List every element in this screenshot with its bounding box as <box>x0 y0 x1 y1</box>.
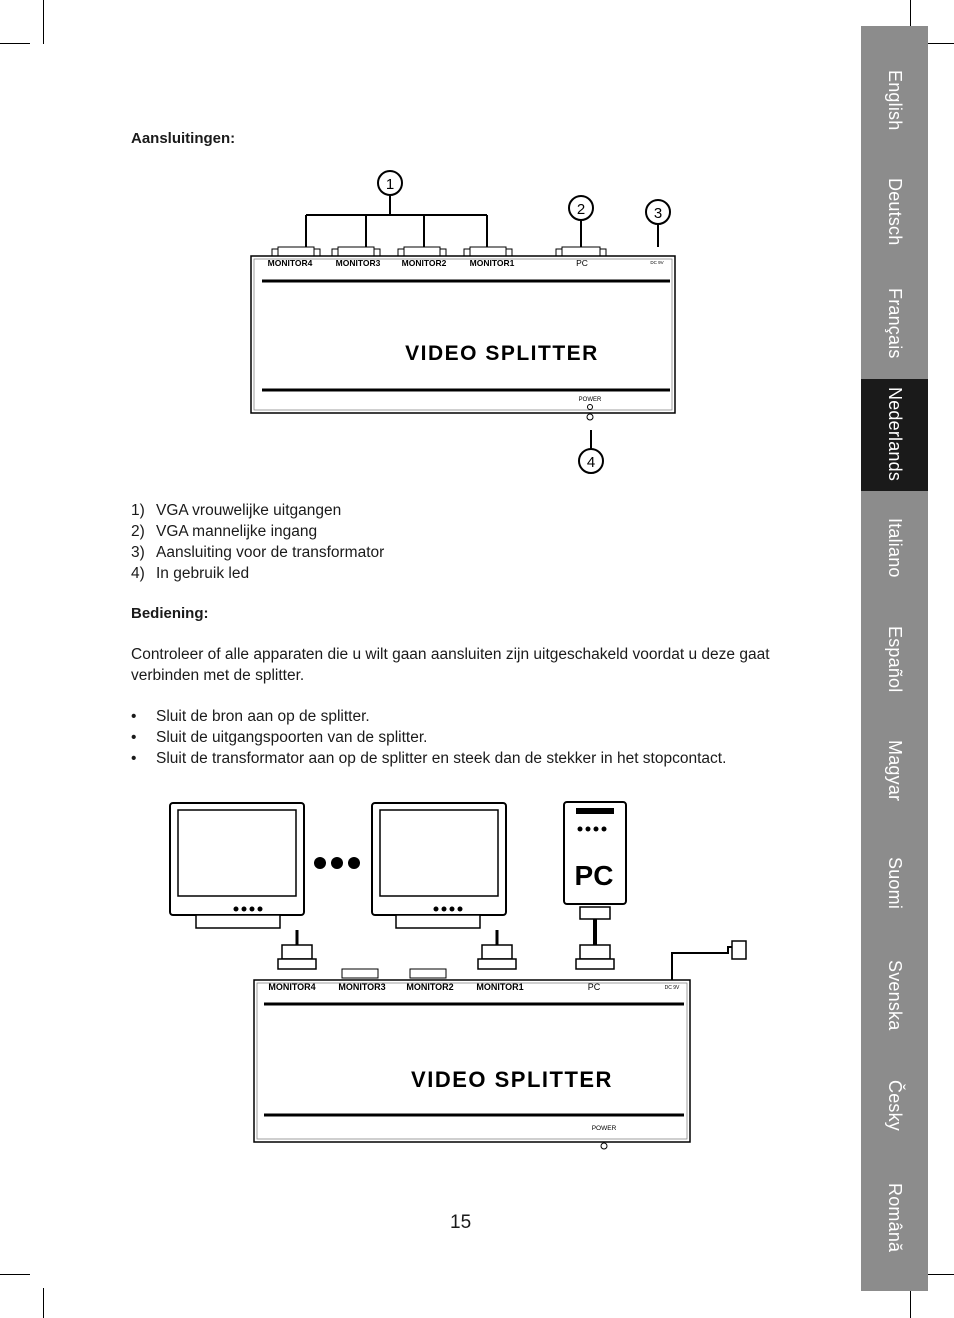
connection-setup-diagram: PC MONITOR4 MONITOR3 MONITOR2 MONITOR1 P… <box>169 801 747 1150</box>
list-item: •Sluit de transformator aan op de splitt… <box>131 750 727 767</box>
tab-label: Česky <box>885 1080 905 1132</box>
list-item: •Sluit de uitgangspoorten van de splitte… <box>131 729 428 746</box>
port-label-monitor2: MONITOR2 <box>406 982 453 992</box>
list-item: 3)Aansluiting voor de transformator <box>131 544 385 561</box>
pc-box-label: PC <box>575 860 614 891</box>
crop-mark <box>910 0 911 30</box>
tab-cesky[interactable]: Česky <box>861 1066 928 1176</box>
tab-romana[interactable]: Română <box>861 1169 928 1279</box>
callout-4: 4 <box>587 454 595 471</box>
tab-italiano[interactable]: Italiano <box>861 504 928 614</box>
list-item: 4)In gebruik led <box>131 565 250 582</box>
operation-bullets: •Sluit de bron aan op de splitter. •Slui… <box>131 706 726 769</box>
connections-list: 1)VGA vrouwelijke uitgangen 2)VGA mannel… <box>131 500 384 584</box>
tab-label: English <box>885 70 905 131</box>
monitor-icon <box>371 802 507 929</box>
list-item: •Sluit de bron aan op de splitter. <box>131 708 370 725</box>
tab-label: Suomi <box>885 857 905 910</box>
port-label-monitor3: MONITOR3 <box>336 258 381 268</box>
device-title: VIDEO SPLITTER <box>411 1067 613 1092</box>
tab-magyar[interactable]: Magyar <box>861 726 928 836</box>
crop-mark <box>910 1288 911 1318</box>
crop-mark <box>0 1274 30 1275</box>
callout-2: 2 <box>577 201 585 218</box>
tab-espanol[interactable]: Español <box>861 612 928 722</box>
language-sidebar: English Deutsch Français Nederlands Ital… <box>861 26 928 1291</box>
tab-label: Français <box>885 288 905 359</box>
power-label: POWER <box>592 1125 617 1132</box>
connections-heading: Aansluitingen: <box>131 130 236 147</box>
port-label-monitor1: MONITOR1 <box>470 258 515 268</box>
crop-mark <box>928 43 954 44</box>
list-item: 1)VGA vrouwelijke uitgangen <box>131 502 342 519</box>
device-title: VIDEO SPLITTER <box>405 342 599 365</box>
port-label-pc: PC <box>576 258 588 268</box>
splitter-callout-diagram: 1 2 3 MONITOR4 MONITOR3 MONITOR2 MONITOR… <box>250 170 676 474</box>
tab-label: Español <box>885 626 905 693</box>
tab-francais[interactable]: Français <box>861 274 928 384</box>
tab-deutsch[interactable]: Deutsch <box>861 164 928 274</box>
crop-mark <box>928 1274 954 1275</box>
port-label-monitor4: MONITOR4 <box>268 258 313 268</box>
power-led <box>600 1142 608 1150</box>
list-item: 2)VGA mannelijke ingang <box>131 523 318 540</box>
tab-suomi[interactable]: Suomi <box>861 843 928 953</box>
tab-label: Nederlands <box>885 387 905 482</box>
power-label: POWER <box>579 397 602 403</box>
callout-3: 3 <box>654 205 662 222</box>
tab-english[interactable]: English <box>861 56 928 166</box>
page-number: 15 <box>450 1212 472 1233</box>
operation-intro: Controleer of alle apparaten die u wilt … <box>131 646 770 684</box>
port-label-monitor4: MONITOR4 <box>268 982 315 992</box>
callout-1: 1 <box>386 176 394 193</box>
port-label-pc: PC <box>588 982 601 992</box>
dc-label: DC 9V <box>650 260 663 265</box>
power-led <box>587 404 593 410</box>
tab-nederlands[interactable]: Nederlands <box>861 379 928 491</box>
monitor-icon <box>169 802 305 929</box>
port-label-monitor1: MONITOR1 <box>476 982 523 992</box>
tab-label: Svenska <box>885 960 905 1031</box>
crop-mark <box>43 1288 44 1318</box>
dc-label: DC 9V <box>665 985 680 991</box>
tab-label: Magyar <box>885 740 905 802</box>
crop-mark <box>43 0 44 44</box>
crop-mark <box>0 43 30 44</box>
tab-svenska[interactable]: Svenska <box>861 946 928 1056</box>
operation-heading: Bediening: <box>131 605 209 622</box>
tab-label: Deutsch <box>885 178 905 246</box>
vga-port <box>271 246 607 257</box>
port-label-monitor3: MONITOR3 <box>338 982 385 992</box>
pc-tower-icon: PC <box>563 801 627 905</box>
tab-label: Română <box>885 1183 905 1253</box>
tab-label: Italiano <box>885 518 905 578</box>
port-label-monitor2: MONITOR2 <box>402 258 447 268</box>
